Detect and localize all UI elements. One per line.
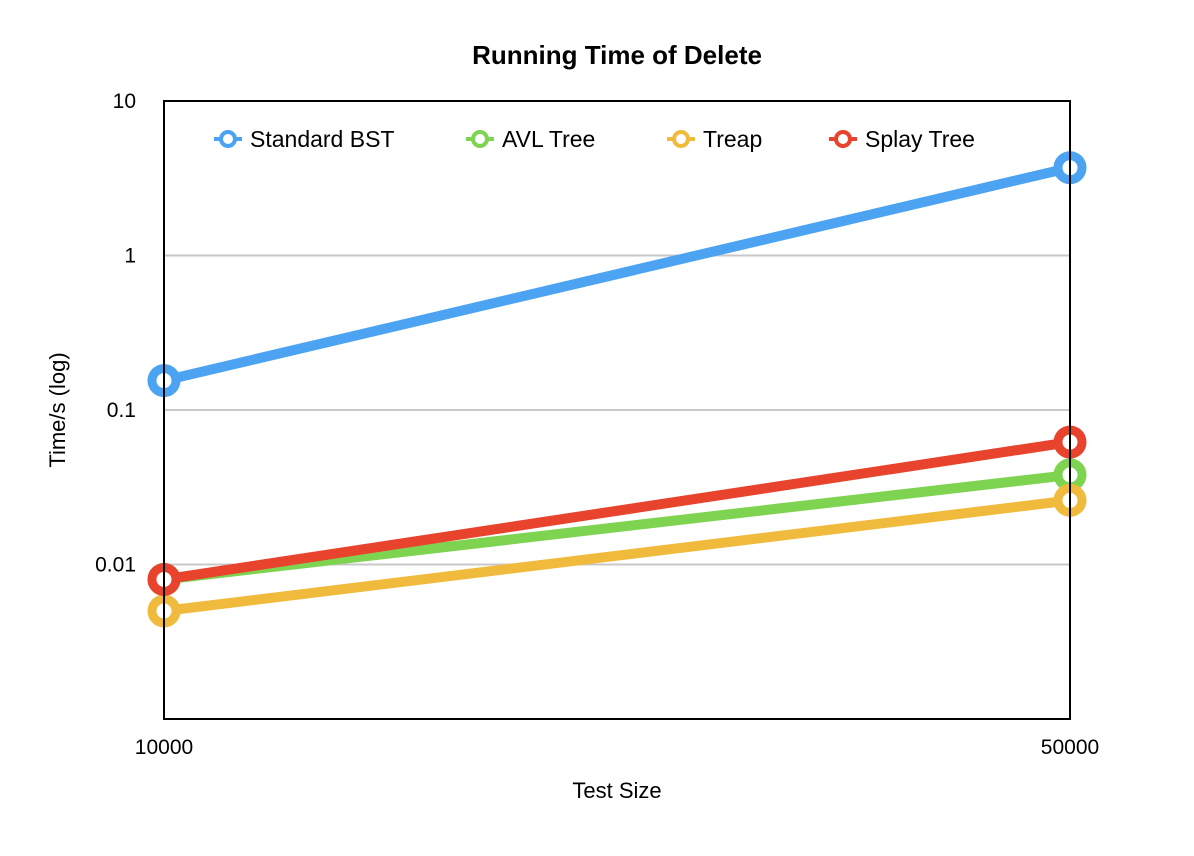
- x-tick-label: 10000: [135, 736, 193, 759]
- y-tick-label: 0.1: [107, 399, 136, 422]
- series-line: [159, 437, 1075, 585]
- series-lines: [147, 151, 1087, 628]
- series-avl-tree: [147, 458, 1087, 596]
- x-tick-label: 50000: [1041, 736, 1099, 759]
- series-line: [159, 495, 1075, 617]
- y-tick-labels: 10 1 0.1 0.01: [95, 90, 136, 577]
- y-tick-label: 10: [113, 90, 136, 113]
- x-axis-label: Test Size: [572, 778, 661, 803]
- legend-item: Splay Tree: [829, 126, 975, 152]
- y-tick-label: 1: [124, 245, 136, 268]
- chart-title: Running Time of Delete: [472, 40, 762, 70]
- legend-item: Standard BST: [214, 126, 394, 152]
- series-standard-bst: [147, 151, 1087, 398]
- legend-swatch-marker: [834, 130, 852, 148]
- legend-label: AVL Tree: [502, 126, 595, 152]
- y-axis-label: Time/s (log): [45, 352, 70, 467]
- plot-frame: [163, 100, 1071, 720]
- legend-label: Splay Tree: [865, 126, 975, 152]
- series-line: [159, 162, 1075, 386]
- legend-swatch-marker: [219, 130, 237, 148]
- legend-swatch-marker: [471, 130, 489, 148]
- legend-item: Treap: [667, 126, 762, 152]
- legend-item: AVL Tree: [466, 126, 595, 152]
- legend-label: Treap: [703, 126, 762, 152]
- x-tick-labels: 10000 50000: [135, 736, 1099, 759]
- legend-swatch-marker: [672, 130, 690, 148]
- legend-label: Standard BST: [250, 126, 394, 152]
- y-tick-label: 0.01: [95, 554, 136, 577]
- legend: Standard BST AVL Tree Treap Splay Tree: [214, 126, 975, 152]
- series-line: [159, 469, 1075, 585]
